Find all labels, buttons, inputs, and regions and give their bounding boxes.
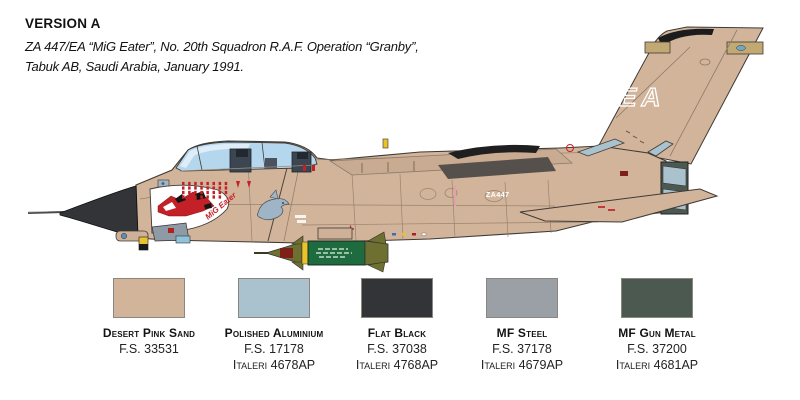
bomb	[254, 227, 389, 273]
version-label: VERSION A	[25, 16, 101, 31]
ejection-seat-rear	[291, 151, 312, 173]
swatch-name: MF Gun Metal	[618, 326, 696, 340]
swatch-name: Flat Black	[367, 326, 427, 340]
swatch-name: Polished Aluminium	[224, 326, 324, 340]
taileron	[519, 188, 719, 223]
swatch-chip	[486, 278, 558, 318]
nose-cone	[59, 185, 139, 239]
swatch-chip	[361, 278, 433, 318]
serial-text: ZA447	[486, 192, 510, 199]
pitot-probe-icon	[27, 211, 65, 214]
swatch-italeri-number: Italeri 4678AP	[232, 358, 316, 372]
swatch-desert-pink-sand: Desert Pink Sand F.S. 33531	[79, 278, 219, 358]
swatch-chip	[238, 278, 310, 318]
spine-antenna	[382, 138, 389, 149]
swatch-fs-number: F.S. 37200	[627, 342, 687, 356]
description-line-1: ZA 447/EA “MiG Eater”, No. 20th Squadron…	[25, 39, 419, 54]
swatch-fs-number: F.S. 37038	[367, 342, 427, 356]
swatch-mf-steel: MF Steel F.S. 37178 Italeri 4679AP	[452, 278, 592, 372]
swatch-mf-gun-metal: MF Gun Metal F.S. 37200 Italeri 4681AP	[587, 278, 727, 372]
swatch-name: MF Steel	[496, 326, 548, 340]
swatch-italeri-number: Italeri 4681AP	[615, 358, 699, 372]
intake-lower-lip	[151, 222, 191, 244]
swatch-fs-number: F.S. 37178	[492, 342, 552, 356]
swatch-flat-black: Flat Black F.S. 37038 Italeri 4768AP	[327, 278, 467, 372]
canopy	[175, 141, 318, 173]
swatch-fs-number: F.S. 17178	[244, 342, 304, 356]
fin-sensor-window	[736, 45, 746, 51]
description-line-2: Tabuk AB, Saudi Arabia, January 1991.	[25, 59, 244, 74]
swept-wing	[328, 144, 574, 179]
fin-leading-edge-cap	[658, 28, 714, 46]
swatch-italeri-number: Italeri 4679AP	[480, 358, 564, 372]
swatch-italeri-number: Italeri 4768AP	[355, 358, 439, 372]
swatch-chip	[621, 278, 693, 318]
bomb-stencil-text	[316, 248, 352, 258]
swatch-fs-number: F.S. 33531	[119, 342, 179, 356]
tail-fin: EA	[597, 26, 764, 165]
dolphin-art	[257, 189, 290, 221]
rwr-pod-front	[644, 41, 671, 54]
ground-flag	[138, 236, 149, 251]
fin-base-intake-front	[576, 138, 626, 157]
tail-code-text: EA	[617, 82, 668, 112]
rescue-markings	[236, 165, 315, 188]
paint-swatches: Desert Pink Sand F.S. 33531 Polished Alu…	[0, 278, 800, 398]
header: VERSION A ZA 447/EA “MiG Eater”, No. 20t…	[25, 16, 419, 77]
fin-base-intake-rear	[647, 140, 674, 157]
ejection-seat-front	[229, 148, 252, 173]
cockpit-console	[265, 158, 277, 169]
bomb-pylon	[317, 227, 353, 240]
mission-markings	[182, 181, 229, 199]
swatch-name: Desert Pink Sand	[102, 326, 196, 340]
swatch-chip	[113, 278, 185, 318]
fuselage-stencils	[295, 144, 628, 236]
swatch-polished-aluminium: Polished Aluminium F.S. 17178 Italeri 46…	[204, 278, 344, 372]
